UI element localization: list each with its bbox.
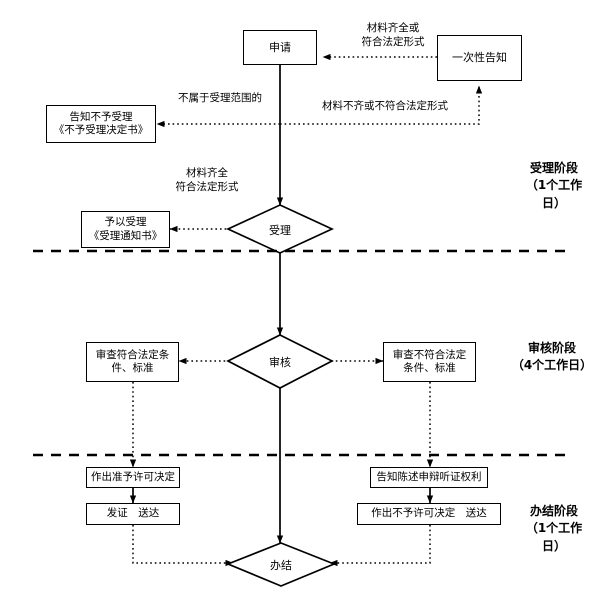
node-apply-label: 申请 — [269, 40, 291, 54]
node-grant-accept[interactable]: 予以受理 《受理通知书》 — [81, 211, 170, 248]
node-review-pass[interactable]: 审查符合法定条 件、标准 — [86, 342, 179, 382]
edge-label-materials-complete: 材料齐全 符合法定形式 — [152, 167, 262, 194]
node-issue-deliver-label: 发证 送达 — [106, 507, 160, 520]
node-grant-accept-line1: 予以受理 — [104, 216, 147, 229]
stage-acceptance-line2: （1个工作 — [525, 178, 583, 193]
stage-review-line2: （4个工作日） — [511, 358, 593, 373]
node-decision-approve-label: 作出准予许可决定 — [91, 470, 175, 483]
edge-label-not-in-scope: 不属于受理范围的 — [178, 92, 262, 104]
node-review-fail-line2: 条件、标准 — [403, 362, 456, 374]
edge-issue-to-complete — [132, 525, 234, 567]
edge-label-materials-complete-or-legal: 材料齐全或 符合法定形式 — [330, 22, 456, 49]
edge-label-materials-incomplete: 材料不齐或不符合法定形式 — [322, 100, 448, 112]
node-complete-label[interactable]: 办结 — [270, 559, 292, 572]
stage-label-completion: 办结阶段 （1个工作 日） — [508, 503, 600, 555]
node-notice-reject-accept-line2: 《不予受理决定书》 — [53, 124, 149, 136]
stage-label-review: 审核阶段 （4个工作日） — [500, 340, 604, 375]
edge-deny-to-complete — [329, 525, 431, 567]
node-accept-label[interactable]: 受理 — [269, 224, 291, 237]
stage-completion-line1: 办结阶段 — [529, 504, 578, 518]
stage-review-line1: 审核阶段 — [527, 341, 576, 355]
node-notify-rights-label: 告知陈述申辩听证权利 — [376, 470, 482, 483]
node-review-fail[interactable]: 审查不符合法定 条件、标准 — [383, 342, 476, 382]
edge-label-moc-line1: 材料齐全或 — [366, 22, 420, 34]
stage-acceptance-line3: 日） — [541, 195, 566, 210]
stage-acceptance-line1: 受理阶段 — [529, 161, 578, 175]
node-notice-reject-accept[interactable]: 告知不予受理 《不予受理决定书》 — [46, 105, 156, 143]
stage-label-acceptance: 受理阶段 （1个工作 日） — [508, 160, 600, 212]
node-one-time-notice-label: 一次性告知 — [452, 51, 507, 65]
edge-label-mc-line1: 材料齐全 — [186, 167, 228, 179]
node-decision-deny[interactable]: 作出不予许可决定 送达 — [357, 503, 501, 525]
node-review-pass-line2: 件、标准 — [111, 362, 154, 374]
node-one-time-notice[interactable]: 一次性告知 — [437, 35, 522, 81]
node-decision-approve[interactable]: 作出准予许可决定 — [86, 467, 180, 488]
node-review-label[interactable]: 审核 — [269, 356, 291, 369]
edge-label-mc-line2: 符合法定形式 — [175, 180, 239, 193]
node-decision-deny-label: 作出不予许可决定 送达 — [371, 507, 487, 520]
node-review-pass-line1: 审查符合法定条 — [95, 348, 170, 361]
node-issue-deliver[interactable]: 发证 送达 — [86, 503, 180, 525]
node-grant-accept-line2: 《受理通知书》 — [88, 229, 163, 242]
node-review-fail-line1: 审查不符合法定 — [392, 348, 467, 361]
node-notice-reject-accept-line1: 告知不予受理 — [69, 110, 133, 123]
edge-label-moc-line2: 符合法定形式 — [361, 35, 425, 48]
node-notify-rights[interactable]: 告知陈述申辩听证权利 — [370, 467, 488, 488]
stage-completion-line3: 日） — [541, 538, 566, 553]
stage-completion-line2: （1个工作 — [525, 521, 583, 536]
node-apply[interactable]: 申请 — [243, 30, 317, 65]
